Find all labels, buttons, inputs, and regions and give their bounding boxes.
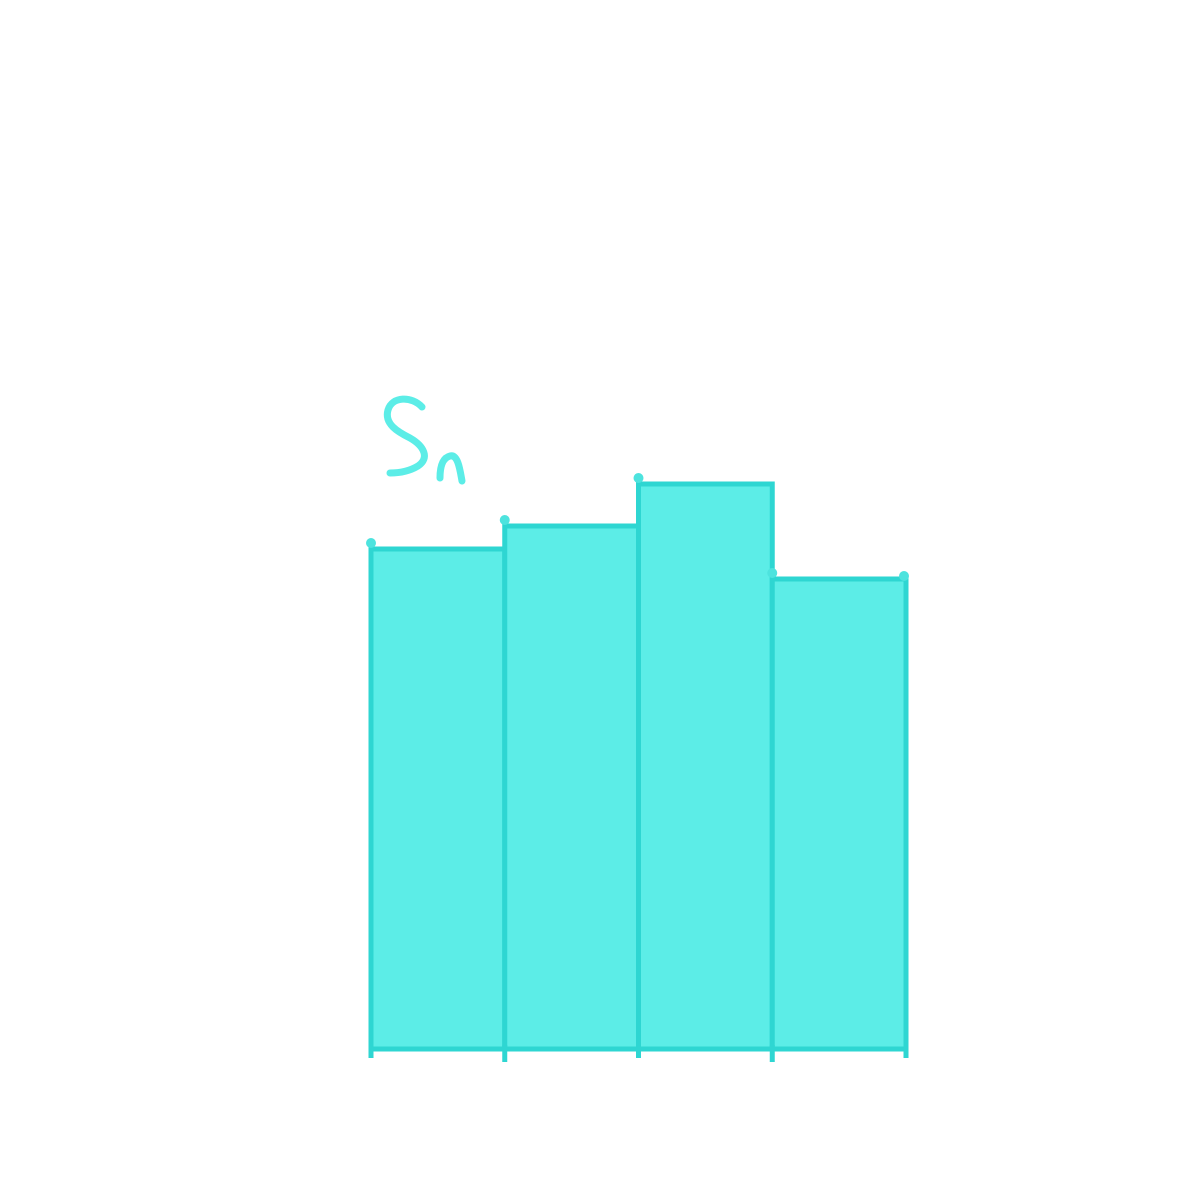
sample-point-2 bbox=[499, 515, 510, 525]
sample-point-3 bbox=[633, 473, 644, 483]
bar-2 bbox=[502, 523, 641, 1052]
label-letter-n bbox=[436, 452, 466, 485]
bar-4 bbox=[769, 576, 909, 1052]
sample-point-1 bbox=[366, 538, 376, 548]
label-letter-s bbox=[383, 395, 428, 477]
sn-handwritten-label bbox=[383, 395, 466, 485]
sample-point-4 bbox=[767, 568, 778, 578]
sample-point-end bbox=[899, 571, 909, 581]
sample-points-group bbox=[366, 473, 909, 581]
bar-3 bbox=[636, 481, 775, 1052]
bars-group bbox=[368, 481, 909, 1052]
ticks-group bbox=[368, 1045, 909, 1062]
bar-1 bbox=[368, 546, 508, 1052]
